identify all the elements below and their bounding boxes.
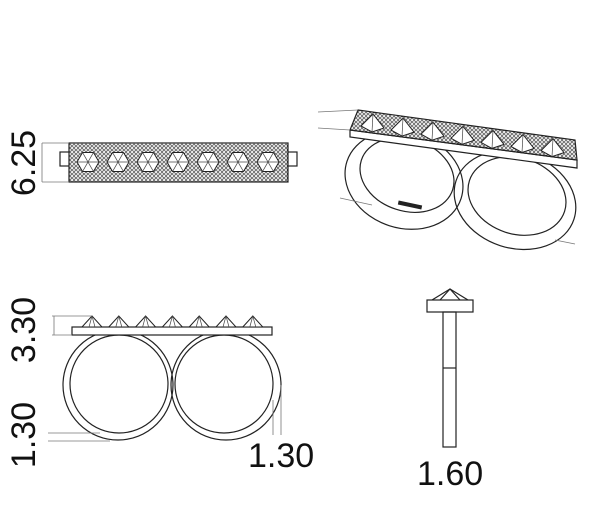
top-view: 6.25	[5, 130, 298, 196]
spike-stone	[134, 315, 157, 328]
side-shank	[442, 311, 457, 448]
hallmark	[397, 200, 423, 210]
left-ring-inner	[69, 334, 169, 434]
right-ring-outer	[170, 329, 282, 441]
perspective-view	[317, 109, 578, 251]
side-view: 1.60	[417, 288, 483, 493]
spike-stone	[80, 315, 104, 328]
left-ring-outer	[62, 329, 174, 441]
spike-stone	[161, 315, 184, 328]
height-dimension-label: 3.30	[5, 297, 43, 363]
side-head	[426, 299, 474, 313]
left-band-thickness-label: 1.30	[5, 402, 43, 468]
spike-stone	[241, 315, 264, 328]
right-band-thickness-label: 1.30	[248, 437, 314, 475]
width-dimension-label: 6.25	[5, 130, 43, 196]
right-ring-inner	[174, 334, 274, 434]
spike-stone	[214, 315, 238, 328]
side-width-label: 1.60	[417, 455, 483, 493]
front-bar	[71, 326, 273, 336]
front-view: 3.30 1.30 1.30	[5, 297, 314, 475]
spike-stone	[107, 315, 130, 328]
spike-stone	[188, 315, 211, 328]
